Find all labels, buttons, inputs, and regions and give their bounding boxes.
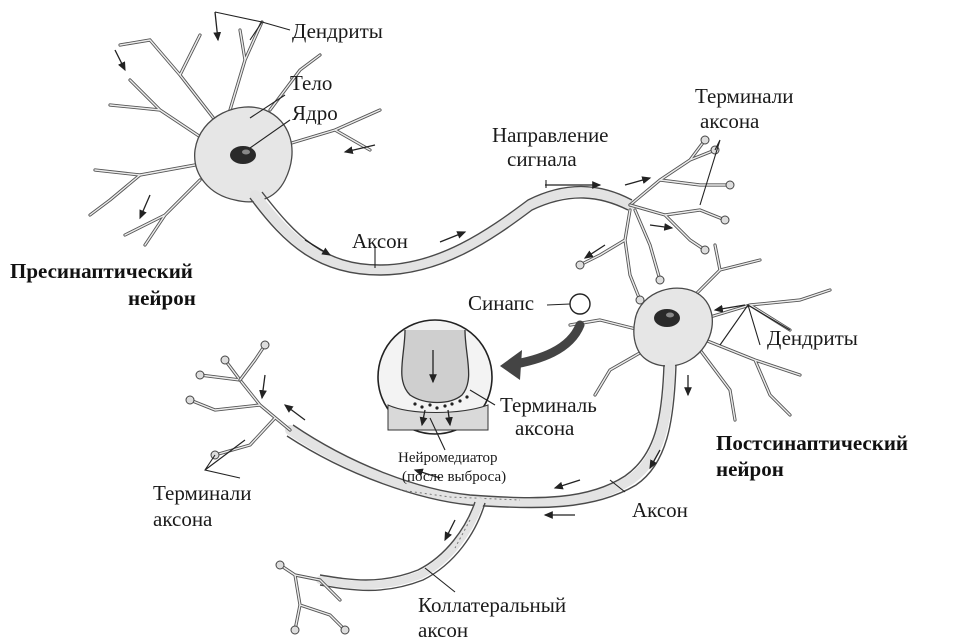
label-collateral-1: Коллатеральный — [418, 593, 566, 617]
postsynaptic-soma — [634, 288, 713, 366]
label-presynaptic-2: нейрон — [128, 286, 196, 310]
postsynaptic-axon-terminals — [186, 341, 290, 459]
label-axon-terminals-top-2: аксона — [700, 109, 760, 133]
label-signal-direction-1: Направление — [492, 123, 609, 147]
label-neurotransmitter-2: (после выброса) — [402, 469, 506, 485]
label-dendrites-right: Дендриты — [767, 326, 858, 350]
label-axon-terminals-left-2: аксона — [153, 507, 213, 531]
presynaptic-nucleus — [230, 146, 256, 164]
label-terminal-inset-2: аксона — [515, 416, 575, 440]
label-postsynaptic-2: нейрон — [716, 457, 784, 481]
label-signal-direction-2: сигнала — [507, 147, 577, 171]
label-body: Тело — [290, 71, 332, 95]
label-terminal-inset-1: Терминаль — [500, 393, 597, 417]
label-axon-terminals-top-1: Терминали — [695, 84, 794, 108]
label-nucleus: Ядро — [292, 101, 338, 125]
label-axon-top: Аксон — [352, 229, 408, 253]
label-axon-bottom: Аксон — [632, 498, 688, 522]
collateral-terminals — [276, 561, 349, 634]
label-presynaptic-1: Пресинаптический — [10, 259, 193, 283]
label-dendrites-top: Дендриты — [292, 19, 383, 43]
postsynaptic-nucleus — [654, 309, 680, 327]
label-neurotransmitter-1: Нейромедиатор — [398, 450, 497, 466]
label-synapse: Синапс — [468, 291, 534, 315]
label-postsynaptic-1: Постсинаптический — [716, 431, 908, 455]
label-collateral-2: аксон — [418, 618, 468, 642]
synapse-marker — [570, 294, 590, 314]
label-axon-terminals-left-1: Терминали — [153, 481, 252, 505]
